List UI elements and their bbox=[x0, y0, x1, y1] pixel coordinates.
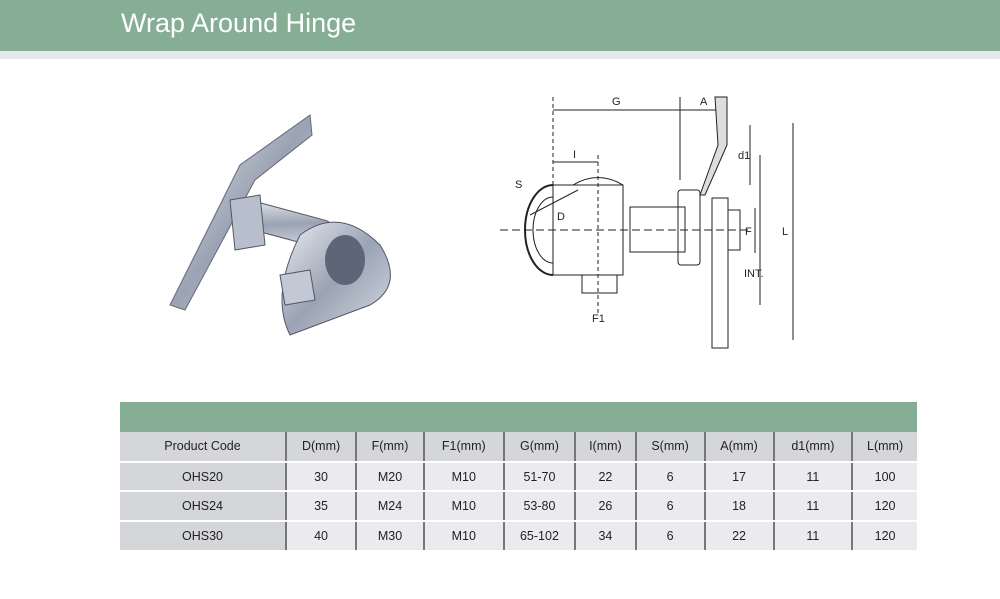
label-f1: F1 bbox=[592, 313, 605, 325]
cell: 11 bbox=[772, 461, 853, 493]
cell: 100 bbox=[851, 461, 917, 493]
col-header: d1(mm) bbox=[772, 432, 853, 463]
cell: 26 bbox=[574, 491, 636, 523]
cell: 53-80 bbox=[502, 491, 576, 523]
col-header: S(mm) bbox=[634, 432, 705, 463]
label-a: A bbox=[700, 96, 708, 108]
page-title: Wrap Around Hinge bbox=[121, 8, 357, 38]
cell: 51-70 bbox=[502, 461, 576, 493]
title-banner: Wrap Around Hinge bbox=[0, 0, 1000, 51]
label-g: G bbox=[612, 96, 621, 108]
cell: 120 bbox=[851, 521, 917, 552]
cell: M10 bbox=[422, 491, 504, 523]
cell: 6 bbox=[634, 491, 705, 523]
table-header-row: Product Code D(mm) F(mm) F1(mm) G(mm) I(… bbox=[120, 432, 917, 463]
col-header: F(mm) bbox=[355, 432, 424, 463]
cell: 30 bbox=[284, 461, 357, 493]
cell: 18 bbox=[703, 491, 774, 523]
col-header: I(mm) bbox=[574, 432, 636, 463]
col-header: D(mm) bbox=[284, 432, 357, 463]
cell: 22 bbox=[574, 461, 636, 493]
col-header: L(mm) bbox=[851, 432, 917, 463]
cell: 35 bbox=[284, 491, 357, 523]
cell: 22 bbox=[703, 521, 774, 552]
label-l: L bbox=[782, 226, 788, 238]
hinge-product-photo bbox=[169, 114, 391, 336]
label-d: D bbox=[557, 211, 565, 223]
label-d1: d1 bbox=[738, 150, 750, 162]
cell: 34 bbox=[574, 521, 636, 552]
label-f: F bbox=[745, 226, 752, 238]
cell: 11 bbox=[772, 491, 853, 523]
cell: M30 bbox=[355, 521, 424, 552]
label-i: I bbox=[573, 149, 576, 161]
cell: 120 bbox=[851, 491, 917, 523]
col-header: G(mm) bbox=[502, 432, 576, 463]
hinge-dimension-diagram: G A I S D d1 F L INT. F1 bbox=[500, 96, 794, 349]
cell: 11 bbox=[772, 521, 853, 552]
cell: 17 bbox=[703, 461, 774, 493]
col-header: Product Code bbox=[120, 432, 286, 463]
cell: M20 bbox=[355, 461, 424, 493]
spec-table: Product Code D(mm) F(mm) F1(mm) G(mm) I(… bbox=[120, 402, 917, 552]
cell: OHS24 bbox=[120, 491, 286, 523]
cell: OHS30 bbox=[120, 521, 286, 552]
cell: OHS20 bbox=[120, 461, 286, 493]
label-s: S bbox=[515, 179, 522, 191]
cell: 6 bbox=[634, 521, 705, 552]
cell: 6 bbox=[634, 461, 705, 493]
cell: M24 bbox=[355, 491, 424, 523]
cell: 65-102 bbox=[502, 521, 576, 552]
divider bbox=[0, 51, 1000, 59]
cell: M10 bbox=[422, 521, 504, 552]
col-header: A(mm) bbox=[703, 432, 774, 463]
label-int: INT. bbox=[744, 268, 764, 280]
table-banner bbox=[120, 402, 917, 432]
cell: M10 bbox=[422, 461, 504, 493]
col-header: F1(mm) bbox=[422, 432, 504, 463]
cell: 40 bbox=[284, 521, 357, 552]
